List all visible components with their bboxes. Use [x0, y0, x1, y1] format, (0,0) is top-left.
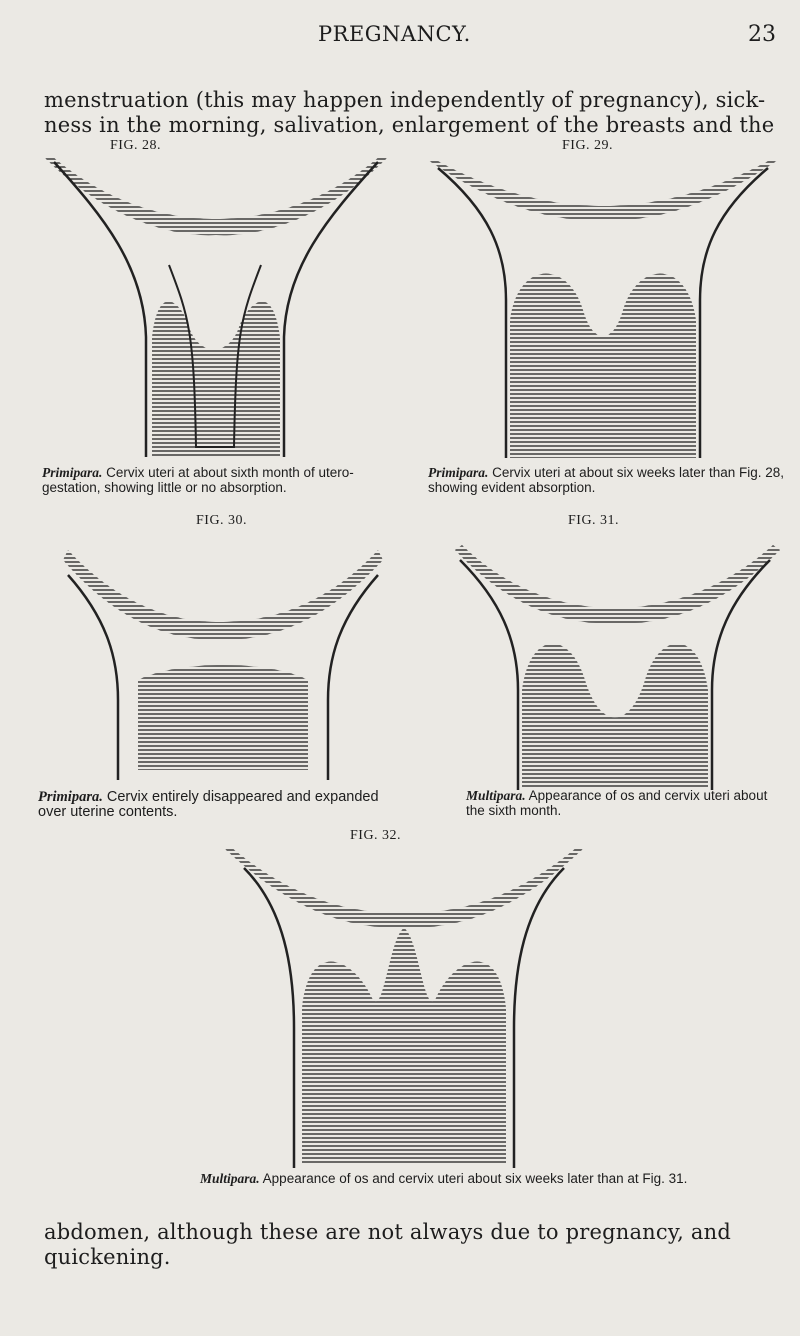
- running-title: PREGNANCY.: [318, 22, 471, 46]
- figure-28-caption: Primipara. Cervix uteri at about sixth m…: [42, 465, 402, 495]
- figure-28-illustration: [34, 157, 398, 457]
- figure-label-29: FIG. 29.: [562, 138, 614, 153]
- figure-31-caption-italic: Multipara.: [466, 788, 526, 803]
- figure-31-caption-text: Appearance of os and cervix uteri about …: [466, 788, 768, 818]
- figure-31-illustration: [440, 540, 790, 790]
- figure-32-caption-text: Appearance of os and cervix uteri about …: [262, 1171, 688, 1186]
- figure-32-caption: Multipara. Appearance of os and cervix u…: [200, 1171, 720, 1186]
- figure-28-caption-italic: Primipara.: [42, 465, 103, 480]
- figure-label-28: FIG. 28.: [110, 138, 162, 153]
- figure-label-30: FIG. 30.: [196, 513, 248, 528]
- body-text-line-4: quickening.: [44, 1245, 171, 1269]
- figure-31-caption: Multipara. Appearance of os and cervix u…: [466, 788, 786, 818]
- figure-32-illustration: [214, 848, 594, 1168]
- body-text-line-1: menstruation (this may happen independen…: [44, 88, 766, 112]
- figure-28-caption-text: Cervix uteri at about sixth month of ute…: [42, 465, 354, 495]
- figure-30-caption-italic: Primipara.: [38, 789, 103, 805]
- body-text-line-3: abdomen, although these are not always d…: [44, 1220, 731, 1244]
- body-text-line-2: ness in the morning, salivation, enlarge…: [44, 113, 775, 137]
- figure-29-caption-italic: Primipara.: [428, 465, 489, 480]
- figure-label-32: FIG. 32.: [350, 828, 402, 843]
- figure-32-caption-italic: Multipara.: [200, 1171, 260, 1186]
- figure-label-31: FIG. 31.: [568, 513, 620, 528]
- figure-30-caption-text: Cervix entirely disappeared and expanded…: [38, 789, 379, 820]
- figure-30-illustration: [48, 540, 393, 780]
- figure-29-caption: Primipara. Cervix uteri at about six wee…: [428, 465, 790, 495]
- figure-29-illustration: [418, 160, 788, 458]
- page-header: PREGNANCY. 23: [0, 22, 800, 72]
- figure-29-caption-text: Cervix uteri at about six weeks later th…: [428, 465, 785, 495]
- figure-30-caption: Primipara. Cervix entirely disappeared a…: [38, 790, 398, 820]
- page-number: 23: [748, 22, 776, 47]
